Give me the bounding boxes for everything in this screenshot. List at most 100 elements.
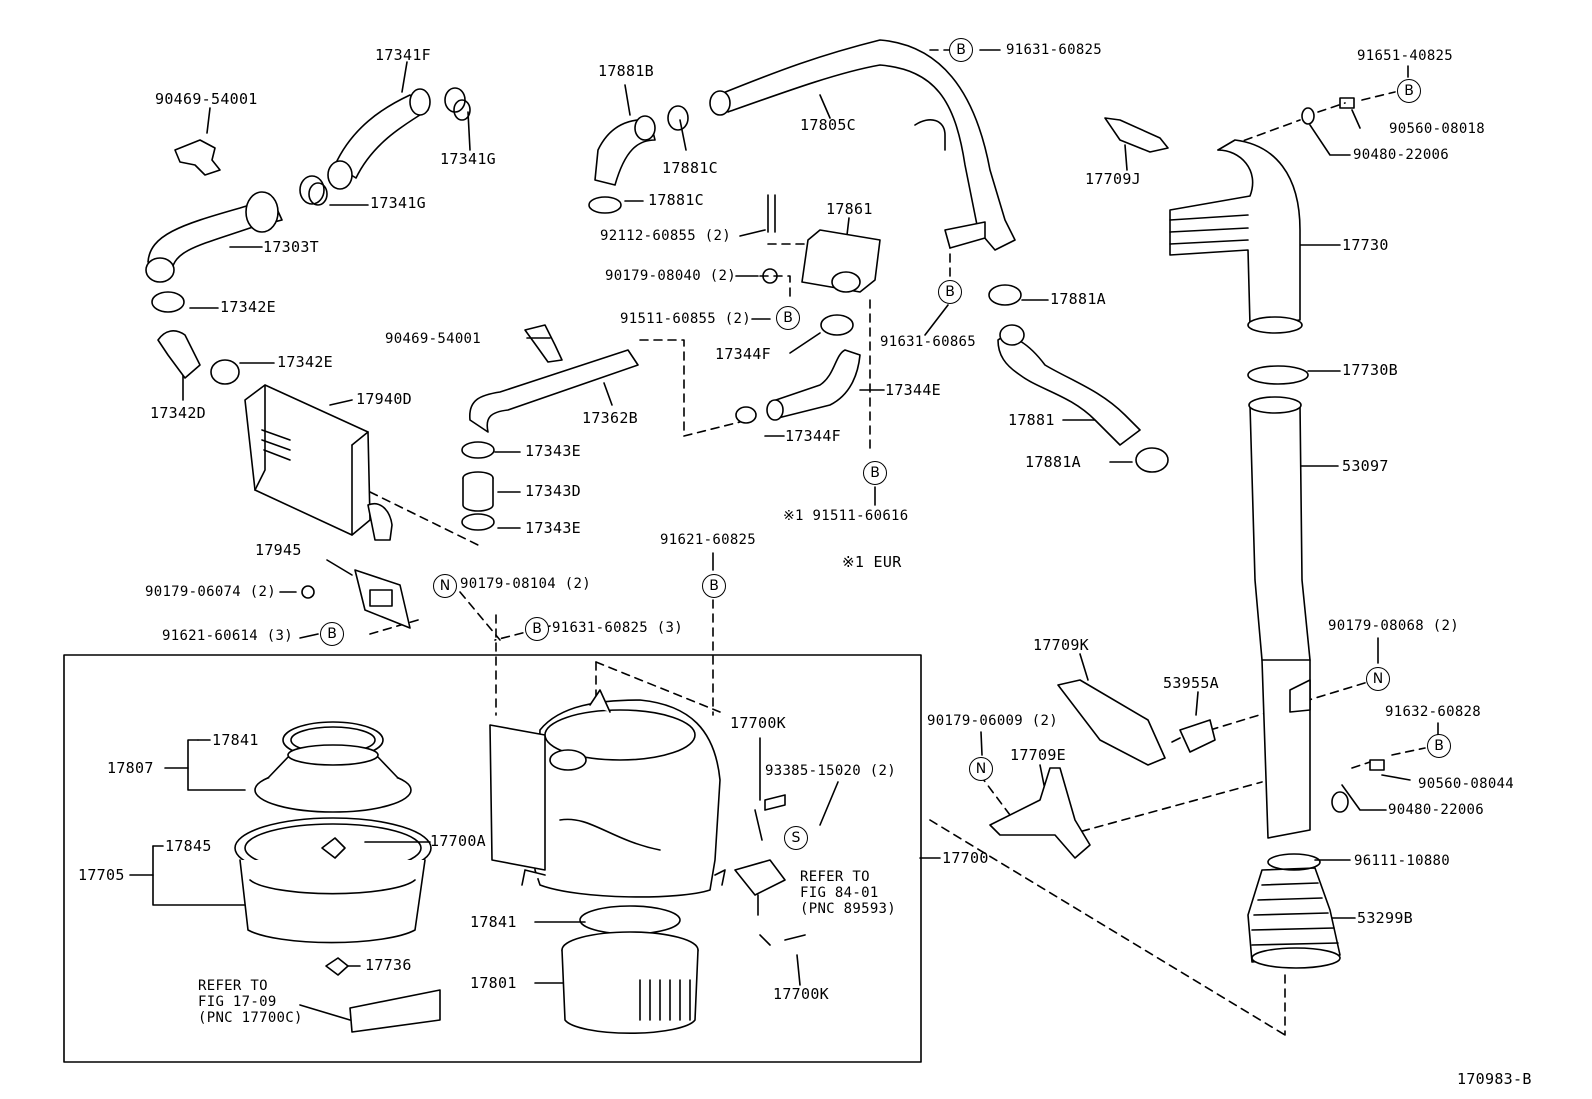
label-90560-08018: 90560-08018 [1389,121,1486,137]
clamp-17881A-top [988,284,1022,306]
label-17945: 17945 [255,541,302,559]
label-17343D: 17343D [525,482,581,500]
label-90179-08104: 90179-08104 (2) [460,576,591,592]
plate-17945 [354,569,411,629]
label-91631-60825-3: 91631-60825 (3) [552,620,683,636]
boot-53299B [1247,867,1341,969]
label-strip [349,989,441,1033]
label-91621-60614: 91621-60614 (3) [162,628,293,644]
flange-17861 [801,229,881,293]
bracket-90469-top [174,139,221,176]
label-17700K-b: 17700K [773,985,829,1003]
label-90179-08040: 90179-08040 (2) [605,268,736,284]
marker-b: B [1397,79,1421,103]
label-17841: 17841 [212,731,259,749]
hose-17700K-top [754,794,786,841]
label-17730B: 17730B [1342,361,1398,379]
marker-b: B [776,306,800,330]
label-90469-54001: 90469-54001 [155,90,258,108]
clamp-17343E-low [461,513,495,531]
label-17342D: 17342D [150,404,206,422]
label-17343E: 17343E [525,442,581,460]
refer-note-84-01-line1: REFER TO [800,869,870,885]
label-17709K: 17709K [1033,636,1089,654]
valve-93385 [734,859,786,916]
label-17343E: 17343E [525,519,581,537]
label-17881B: 17881B [598,62,654,80]
bracket-17709J [1104,117,1169,153]
note-eur: ※1 EUR [842,553,902,571]
label-17845: 17845 [165,837,212,855]
label-91511-60616: ※1 91511-60616 [783,508,909,524]
label-17700K: 17700K [730,714,786,732]
sensor-53955A [1171,719,1216,753]
label-17341F: 17341F [375,46,431,64]
marker-b: B [525,617,549,641]
pipe-17805C [709,39,1016,251]
marker-b: B [702,574,726,598]
label-91511-60855: 91511-60855 (2) [620,311,751,327]
bolt-90179-06074 [301,585,315,599]
hose-17344E [766,349,861,421]
bolt-90560-08044 [1369,759,1385,771]
marker-b: B [320,622,344,646]
hose-17881B [594,115,656,186]
marker-n: N [433,574,457,598]
label-91631-60865: 91631-60865 [880,334,977,350]
label-17344F: 17344F [785,427,841,445]
label-17303T: 17303T [263,238,319,256]
label-17730: 17730 [1342,236,1389,254]
refer-note-17-09-line3: (PNC 17700C) [198,1010,303,1026]
label-17344F: 17344F [715,345,771,363]
label-53097: 53097 [1342,457,1389,475]
label-17700A: 17700A [430,832,486,850]
refer-note-84-01-line2: FIG 84-01 [800,885,879,901]
label-17805C: 17805C [800,116,856,134]
duct-17730 [1169,139,1303,334]
label-17861: 17861 [826,200,873,218]
label-17709E: 17709E [1010,746,1066,764]
air-cleaner-frame [63,654,922,1063]
bolt-90560-08018 [1339,97,1355,109]
housing-17700 [489,689,726,898]
stud-92112 [767,194,776,233]
hose-17303T [145,191,283,283]
label-90179-08068: 90179-08068 (2) [1328,618,1459,634]
label-93385-15020: 93385-15020 (2) [765,763,896,779]
label-17705: 17705 [78,866,125,884]
label-90480-22006-b: 90480-22006 [1388,802,1485,818]
clamp-96111 [1267,853,1321,871]
nut-90179-08040 [762,268,778,284]
label-17342E: 17342E [220,298,276,316]
label-53955A: 53955A [1163,674,1219,692]
bracket-17709E [989,767,1091,859]
label-91651-40825: 91651-40825 [1357,48,1454,64]
label-17736: 17736 [365,956,412,974]
case-17705 [239,859,426,944]
label-17940D: 17940D [356,390,412,408]
clamp-17881A-low [1135,447,1169,473]
clamp-17342E-mid [210,359,240,385]
clamp-90480-top [1301,107,1315,125]
clamp-17341G-mid [299,175,328,206]
gasket-17841-low [579,905,681,935]
label-17342E: 17342E [277,353,333,371]
marker-b: B [938,280,962,304]
hose-17881 [997,324,1141,446]
label-90560-08044: 90560-08044 [1418,776,1515,792]
pipe-53097 [1248,396,1311,839]
clamp-17341G-top [444,87,471,121]
intercooler-17940D [244,384,393,541]
marker-s: S [784,826,808,850]
clamp-17344F-top [820,314,854,336]
marker-b: B [949,38,973,62]
diagram-id: 170983-B [1457,1070,1532,1088]
clamp-17730B [1247,365,1309,385]
label-17881C: 17881C [648,191,704,209]
clamp-17881C-top [667,105,689,131]
label-17709J: 17709J [1085,170,1141,188]
label-17881A: 17881A [1025,453,1081,471]
sleeve-17343D [462,471,494,512]
label-17362B: 17362B [582,409,638,427]
clamp-17343E-top [461,441,495,459]
